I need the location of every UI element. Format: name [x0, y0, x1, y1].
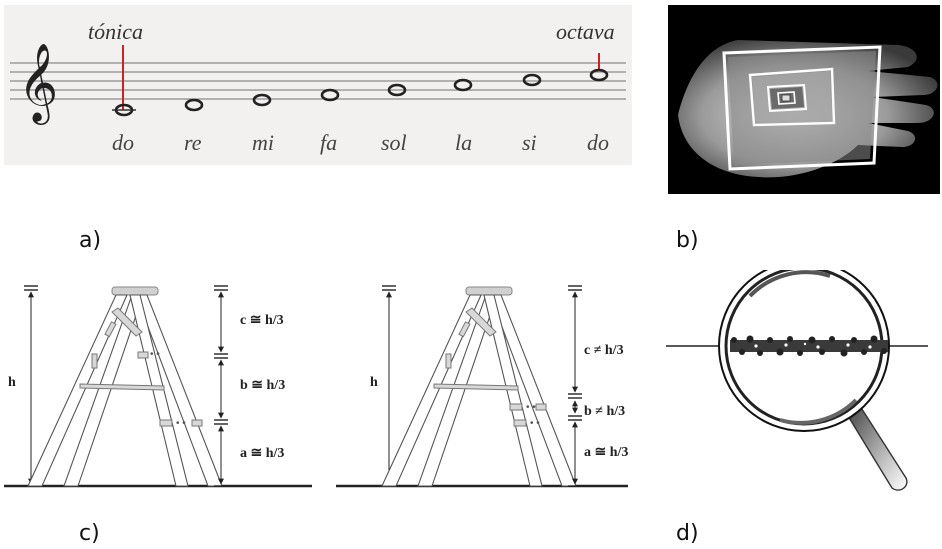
hand-recursion-image	[668, 5, 940, 194]
note-si	[522, 73, 542, 87]
note-do-octave	[589, 68, 609, 82]
note-name: si	[522, 130, 537, 155]
note-re	[184, 98, 204, 112]
svg-text:• •: • •	[150, 349, 160, 360]
caption-a: a)	[79, 228, 102, 253]
svg-text:• •: • •	[176, 418, 186, 429]
note-sol	[387, 83, 407, 97]
ladder-left: h • • • •	[4, 285, 312, 488]
b-label: b ≅ h/3	[240, 378, 285, 393]
caption-b: b)	[676, 228, 699, 253]
ladder-right: h • • • • c ≠ h/3	[336, 285, 628, 488]
note-name: re	[184, 130, 202, 155]
h-label: h	[370, 375, 378, 390]
frame-4	[777, 91, 796, 105]
frame-3	[766, 83, 808, 113]
note-fa	[320, 88, 340, 102]
note-do	[114, 103, 134, 117]
treble-clef-icon: 𝄞	[18, 43, 58, 125]
h-label: h	[8, 375, 16, 390]
svg-text:• •: • •	[526, 402, 536, 413]
note-name: mi	[252, 130, 274, 155]
a-label: a ≅ h/3	[240, 446, 284, 461]
note-name: sol	[381, 130, 407, 155]
panel-c-ladders: h • • • •	[0, 270, 660, 500]
panel-a-staff: 𝄞 tónica octava do re mi fa sol la si do	[4, 5, 632, 165]
note-name: fa	[320, 130, 337, 155]
a-label: a ≅ h/3	[584, 445, 628, 460]
caption-c: c)	[79, 521, 100, 546]
panel-d-magnifier	[660, 260, 940, 500]
frame-1	[722, 45, 882, 171]
note-name: la	[455, 130, 472, 155]
staff-diagram: 𝄞 tónica octava do re mi fa sol la si do	[4, 5, 632, 165]
notes	[112, 68, 609, 117]
c-label: c ≠ h/3	[584, 343, 624, 358]
caption-d: d)	[676, 521, 699, 546]
note-la	[453, 78, 473, 92]
panel-b-droste-photo	[668, 5, 940, 194]
ladder-diagram: h • • • •	[4, 285, 628, 488]
note-name: do	[587, 130, 609, 155]
frame-2	[748, 67, 836, 127]
c-label: c ≅ h/3	[240, 313, 284, 328]
octava-label: octava	[556, 19, 615, 44]
svg-text:• •: • •	[530, 418, 540, 429]
note-names: do re mi fa sol la si do	[112, 130, 609, 155]
b-label: b ≠ h/3	[584, 404, 625, 419]
note-name: do	[112, 130, 134, 155]
note-mi	[252, 93, 272, 107]
magnified-texture	[730, 335, 888, 357]
magnifier-diagram	[666, 260, 928, 491]
tonica-label: tónica	[88, 19, 143, 44]
